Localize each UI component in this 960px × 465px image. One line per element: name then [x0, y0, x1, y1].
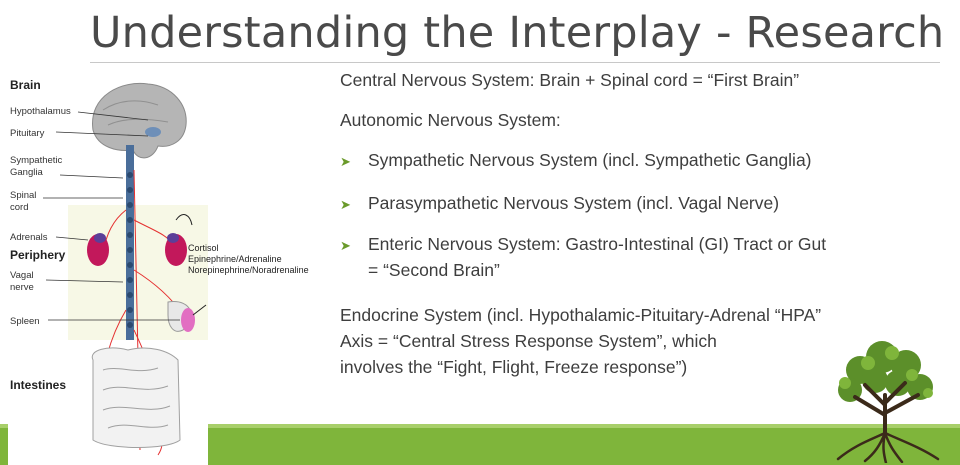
footer-light-band: [0, 424, 960, 429]
label-spinal: Spinal: [10, 190, 37, 201]
nervous-system-illustration: [43, 82, 208, 456]
label-brain: Brain: [10, 78, 41, 92]
label-nerve: nerve: [10, 282, 34, 293]
title-divider: [90, 62, 940, 63]
ans-line: Autonomic Nervous System:: [340, 110, 561, 130]
tree-logo-icon: [836, 341, 940, 463]
label-intestines: Intestines: [10, 378, 67, 392]
label-ganglia: Ganglia: [10, 167, 43, 178]
hormone-norepinephrine: Norepinephrine/Noradrenaline: [188, 265, 309, 275]
bullet-arrow-icon: ➤: [340, 238, 351, 253]
bullet-arrow-icon: ➤: [340, 197, 351, 212]
bullet-parasympathetic: ➤Parasympathetic Nervous System (incl. V…: [340, 193, 780, 213]
label-hypothalamus: Hypothalamus: [10, 106, 71, 117]
bullet-sympathetic: ➤Sympathetic Nervous System (incl. Sympa…: [340, 150, 812, 170]
label-pituitary: Pituitary: [10, 128, 45, 139]
label-adrenals: Adrenals: [10, 232, 48, 243]
slide-title: Understanding the Interplay - Research: [90, 8, 945, 58]
label-cord: cord: [10, 202, 29, 213]
label-vagal: Vagal: [10, 270, 34, 281]
bullet-enteric-continuation: = “Second Brain”: [368, 260, 500, 280]
hormone-epinephrine: Epinephrine/Adrenaline: [188, 254, 282, 264]
anatomy-diagram: Brain Hypothalamus Pituitary Sympathetic…: [8, 70, 208, 465]
label-periphery: Periphery: [10, 248, 66, 262]
hormone-cortisol: Cortisol: [188, 243, 219, 253]
endocrine-line-1: Endocrine System (incl. Hypothalamic-Pit…: [340, 305, 822, 325]
label-sympathetic: Sympathetic: [10, 155, 63, 166]
bullet-arrow-icon: ➤: [340, 154, 351, 169]
label-spleen: Spleen: [10, 316, 40, 327]
endocrine-line-2: Axis = “Central Stress Response System”,…: [340, 331, 717, 351]
cns-line: Central Nervous System: Brain + Spinal c…: [340, 70, 800, 90]
endocrine-line-3: involves the “Fight, Flight, Freeze resp…: [340, 357, 688, 377]
bullet-enteric: ➤Enteric Nervous System: Gastro-Intestin…: [340, 234, 827, 254]
hormone-list: Cortisol Epinephrine/Adrenaline Norepine…: [188, 243, 309, 276]
